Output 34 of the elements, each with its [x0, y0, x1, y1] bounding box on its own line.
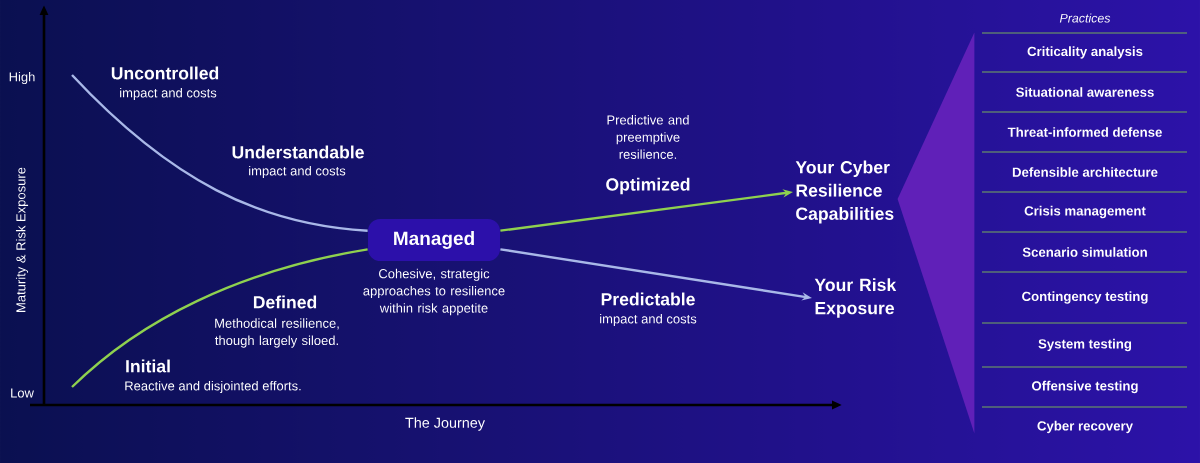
- connector: [71, 248, 368, 388]
- practice-item: Situational awareness: [1016, 87, 1154, 97]
- stage-title: Initial: [126, 359, 170, 373]
- practice-item: Crisis management: [1024, 205, 1146, 219]
- axis-title: The Journey: [405, 417, 485, 431]
- outcome-label: Your Cyber Resilience Capabilities: [795, 160, 894, 224]
- bracket-wedge: [897, 32, 975, 434]
- stage-title: Predictable: [601, 292, 695, 306]
- stage-title: Optimized: [606, 177, 690, 195]
- stage-note: Reactive and disjointed efforts.: [125, 380, 301, 394]
- practice-item: Threat-informed defense: [1007, 127, 1162, 137]
- description: Cohesive, strategic approaches to resilience within risk appetite: [363, 268, 505, 316]
- stage-note: impact and costs: [249, 165, 346, 179]
- axis-title: Maturity & Risk Exposure: [15, 167, 29, 312]
- stage-title: Uncontrolled: [111, 66, 219, 80]
- axis-label: Low: [11, 388, 34, 398]
- stage-title: Defined: [253, 295, 317, 309]
- practice-item: Criticality analysis: [1027, 46, 1143, 59]
- stage-note: Predictive and preemptive resilience.: [607, 115, 689, 159]
- stage-note: Methodical resilience, though largely siloed.: [215, 318, 339, 348]
- stage-note: impact and costs: [120, 87, 217, 101]
- practice-item: Contingency testing: [1022, 291, 1148, 304]
- stage-title: Understandable: [232, 145, 364, 159]
- practice-item: Cyber recovery: [1037, 420, 1133, 434]
- axis-label: High: [9, 71, 35, 85]
- practice-item: Defensible architecture: [1012, 167, 1158, 177]
- stage-box: Managed: [368, 219, 500, 261]
- practice-item: Offensive testing: [1032, 380, 1138, 394]
- stage-note: impact and costs: [600, 313, 697, 327]
- practice-item: Scenario simulation: [1022, 247, 1147, 257]
- practice-item: System testing: [1038, 338, 1132, 352]
- outcome-label: Your Risk Exposure: [814, 278, 897, 318]
- column-heading: Practices: [1059, 13, 1111, 23]
- connector: [71, 74, 368, 232]
